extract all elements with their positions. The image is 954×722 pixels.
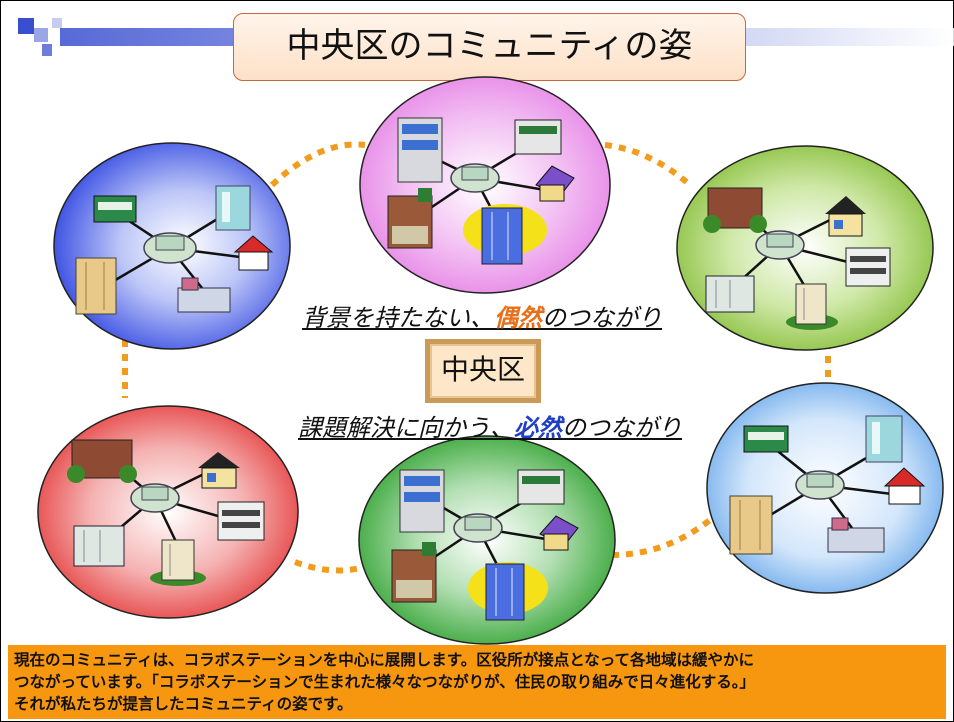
house-icon bbox=[198, 452, 240, 489]
footer-summary: 現在のコミュニティは、コラボステーションを中心に展開します。区役所が接点となって… bbox=[8, 645, 946, 719]
house-icon bbox=[535, 165, 575, 202]
building-icon bbox=[391, 542, 437, 603]
caption-chance-after: のつながり bbox=[542, 304, 662, 332]
footer-line: つながっています。「コラボステーションで生まれた様々なつながりが、住民の取り組み… bbox=[14, 673, 756, 691]
collab-station-icon bbox=[755, 230, 805, 260]
building-icon bbox=[845, 247, 891, 287]
network-blue bbox=[75, 185, 274, 315]
house-icon bbox=[825, 196, 866, 237]
building-icon bbox=[865, 415, 903, 463]
caption-chance-before: 背景を持たない、 bbox=[302, 304, 494, 332]
network-green bbox=[391, 469, 579, 621]
building-icon bbox=[827, 517, 885, 553]
building-icon bbox=[75, 257, 117, 315]
caption-chance-emphasis: 偶然 bbox=[494, 304, 542, 332]
building-icon bbox=[729, 495, 773, 555]
center-label-box: 中央区 bbox=[425, 339, 541, 403]
building-icon bbox=[463, 204, 547, 265]
building-icon bbox=[743, 425, 789, 453]
footer-line: それが私たちが提言したコミュニティの姿です。 bbox=[14, 695, 353, 713]
building-icon bbox=[705, 275, 755, 313]
collab-station-icon bbox=[450, 163, 500, 193]
connector-red-green bbox=[293, 559, 361, 574]
network-pink bbox=[387, 117, 575, 265]
collab-station-icon bbox=[795, 470, 845, 500]
building-icon bbox=[399, 469, 445, 533]
network-lightblue bbox=[729, 415, 926, 555]
caption-necessary-emphasis: 必然 bbox=[514, 414, 562, 442]
dotted-connectors bbox=[122, 141, 831, 574]
building-icon bbox=[177, 277, 231, 313]
connector-pink-lime bbox=[604, 142, 692, 188]
building-icon bbox=[703, 187, 767, 233]
collab-station-icon bbox=[143, 232, 197, 264]
connector-blue-pink bbox=[269, 141, 366, 188]
caption-necessary-connection: 課題解決に向かう、必然のつながり bbox=[298, 408, 682, 443]
building-icon bbox=[73, 525, 125, 567]
collab-station-icon bbox=[453, 513, 503, 543]
building-icon bbox=[387, 188, 433, 249]
caption-necessary-after: のつながり bbox=[562, 414, 682, 442]
house-icon bbox=[883, 467, 926, 505]
collab-station-icon bbox=[130, 483, 180, 513]
house-icon bbox=[233, 235, 274, 271]
building-icon bbox=[150, 539, 206, 586]
network-lime bbox=[703, 187, 891, 330]
house-icon bbox=[539, 515, 579, 551]
building-icon bbox=[397, 117, 443, 183]
building-icon bbox=[215, 185, 251, 231]
building-icon bbox=[514, 119, 562, 155]
building-icon bbox=[93, 195, 137, 223]
footer-line: 現在のコミュニティは、コラボステーションを中心に展開します。区役所が接点となって… bbox=[14, 651, 754, 669]
building-icon bbox=[786, 283, 838, 330]
caption-necessary-before: 課題解決に向かう、 bbox=[298, 414, 514, 442]
building-icon bbox=[67, 439, 137, 483]
caption-chance-connection: 背景を持たない、偶然のつながり bbox=[302, 298, 662, 333]
building-icon bbox=[217, 501, 265, 541]
connector-green-lightblue bbox=[611, 517, 712, 558]
building-icon bbox=[517, 469, 565, 505]
page-title: 中央区のコミュニティの姿 bbox=[233, 13, 746, 81]
building-icon bbox=[468, 562, 548, 621]
network-red bbox=[67, 439, 265, 586]
